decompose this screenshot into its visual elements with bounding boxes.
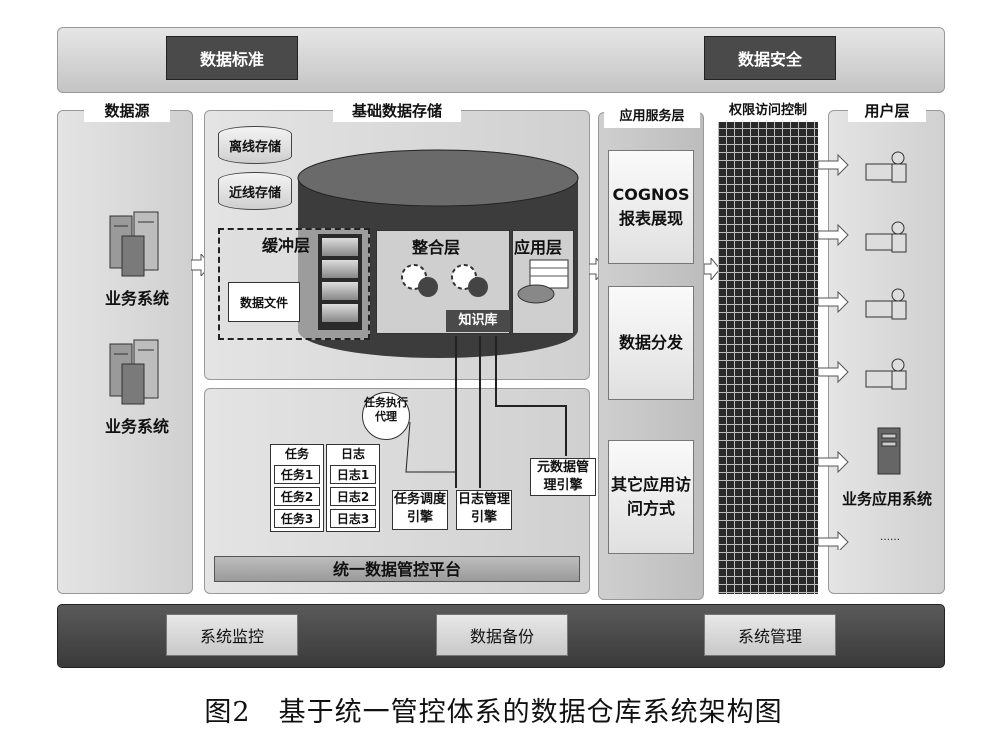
task-item: 任务2 xyxy=(274,487,320,506)
integration-layer-label: 整合层 xyxy=(412,238,461,257)
data-file-doc: 数据文件 xyxy=(228,282,300,322)
log-item: 日志1 xyxy=(330,465,376,484)
system-monitor-label: 系统监控 xyxy=(199,627,264,646)
report-icon xyxy=(517,259,569,304)
data-distribution-box: 数据分发 xyxy=(608,286,694,400)
storage-title: 基础数据存储 xyxy=(333,100,461,122)
buffer-layer-label: 缓冲层 xyxy=(262,236,311,255)
metadata-engine: 元数据管理引擎 xyxy=(530,458,596,496)
knowledge-base-box: 知识库 xyxy=(446,310,510,332)
system-monitor-box: 系统监控 xyxy=(166,614,298,656)
buffer-stack xyxy=(318,234,362,330)
cognos-report-box: COGNOS报表展现 xyxy=(608,150,694,264)
task-agent-circle: 任务执行代理 xyxy=(362,392,410,440)
data-source-title: 数据源 xyxy=(84,100,170,122)
server-icon xyxy=(109,339,159,405)
scheduler-engine: 任务调度引擎 xyxy=(392,490,448,530)
system-manage-box: 系统管理 xyxy=(704,614,836,656)
offline-storage-label: 离线存储 xyxy=(228,139,281,155)
source-system-label-1: 业务系统 xyxy=(104,289,169,308)
server-icon xyxy=(109,211,159,277)
figure-caption: 图2 基于统一管控体系的数据仓库系统架构图 xyxy=(204,697,783,728)
offline-storage: 离线存储 xyxy=(218,126,292,164)
task-list-title: 任务 xyxy=(284,447,309,461)
nearline-storage: 近线存储 xyxy=(218,172,292,210)
access-control-title: 权限访问控制 xyxy=(718,100,818,122)
nearline-storage-label: 近线存储 xyxy=(228,185,281,201)
service-layer-title: 应用服务层 xyxy=(604,106,700,128)
connector-lines xyxy=(405,336,567,488)
data-security-label: 数据安全 xyxy=(737,50,802,69)
other-access-box: 其它应用访问方式 xyxy=(608,440,694,554)
log-list: 日志 日志1 日志2 日志3 xyxy=(326,444,380,532)
data-security-box: 数据安全 xyxy=(704,36,836,80)
unified-platform-bar: 统一数据管控平台 xyxy=(214,556,580,582)
data-standard-box: 数据标准 xyxy=(166,36,298,80)
log-list-title: 日志 xyxy=(340,447,365,461)
arrow-right-icon xyxy=(704,258,720,280)
app-layer-label: 应用层 xyxy=(514,238,563,257)
access-control-grid xyxy=(718,112,818,594)
log-item: 日志2 xyxy=(330,487,376,506)
data-standard-label: 数据标准 xyxy=(199,50,264,69)
more-ellipsis: …… xyxy=(880,532,900,543)
gears-icon xyxy=(401,264,488,297)
user-arrows-and-icons xyxy=(818,151,907,550)
data-backup-box: 数据备份 xyxy=(436,614,568,656)
system-manage-label: 系统管理 xyxy=(737,627,802,646)
log-engine: 日志管理引擎 xyxy=(456,490,512,530)
task-item: 任务3 xyxy=(274,509,320,528)
user-layer-title: 用户层 xyxy=(848,100,926,122)
source-system-label-2: 业务系统 xyxy=(104,417,169,436)
task-item: 任务1 xyxy=(274,465,320,484)
business-app-system-label: 业务应用系统 xyxy=(841,490,932,508)
log-item: 日志3 xyxy=(330,509,376,528)
task-list: 任务 任务1 任务2 任务3 xyxy=(270,444,324,532)
user-layer-panel xyxy=(828,110,945,594)
data-backup-label: 数据备份 xyxy=(469,627,534,646)
